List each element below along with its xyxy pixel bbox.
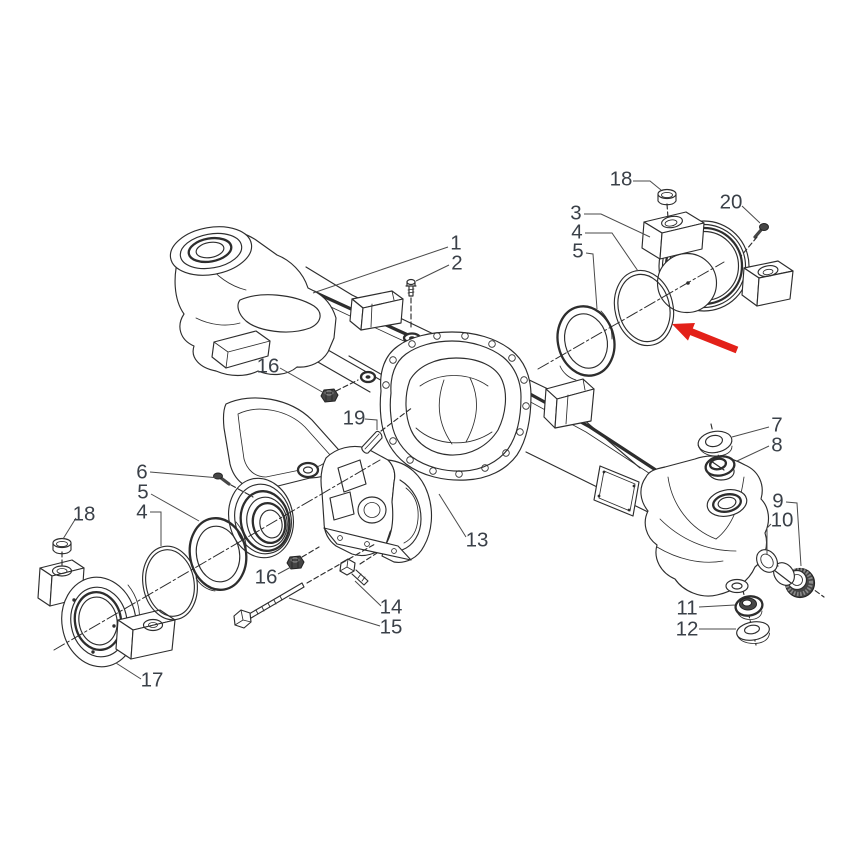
callout-label-1: 1 bbox=[450, 232, 461, 255]
callout-label-4-left: 4 bbox=[136, 501, 147, 524]
callout-leader-3 bbox=[584, 213, 651, 238]
callout-label-14: 14 bbox=[380, 596, 403, 619]
part-bearing-8 bbox=[704, 455, 736, 481]
part-bolt-14 bbox=[339, 558, 369, 586]
flange-bolt-holes bbox=[382, 332, 530, 478]
callout-leader-9 bbox=[785, 501, 802, 567]
part-bushing-10 bbox=[756, 549, 795, 586]
callout-leader-1 bbox=[312, 246, 449, 294]
part-screw-20 bbox=[753, 223, 769, 239]
callout-label-3: 3 bbox=[570, 202, 581, 225]
callout-label-20: 20 bbox=[720, 191, 743, 214]
callout-leader-13 bbox=[438, 493, 467, 538]
highlight-arrow bbox=[672, 323, 739, 354]
part-seal-ring-5-left bbox=[188, 517, 248, 592]
callout-label-11: 11 bbox=[676, 597, 697, 620]
callout-label-16-upper: 16 bbox=[257, 355, 280, 378]
callout-label-8: 8 bbox=[771, 434, 782, 457]
callout-label-16-lower: 16 bbox=[255, 566, 278, 589]
part-nut-16-lower bbox=[286, 555, 305, 570]
callout-leader-7 bbox=[731, 426, 770, 438]
callout-leader-16-upper bbox=[279, 367, 325, 394]
callout-label-4-right: 4 bbox=[571, 221, 582, 244]
highlight-arrow-polygon bbox=[672, 323, 739, 354]
callout-label-18-left: 18 bbox=[73, 503, 96, 526]
callout-label-19: 19 bbox=[343, 407, 366, 430]
callout-leader-10 bbox=[766, 523, 772, 555]
callout-leader-18-top bbox=[633, 180, 662, 191]
part-bolt-15 bbox=[233, 582, 305, 629]
callout-label-12: 12 bbox=[676, 618, 699, 641]
callout-leader-4-right bbox=[585, 232, 639, 272]
callout-label-5-left: 5 bbox=[137, 481, 148, 504]
callout-leader-18-left bbox=[62, 517, 77, 540]
part-screw-6 bbox=[213, 472, 231, 486]
part-breather-screw-2 bbox=[405, 278, 417, 297]
callout-label-18-top: 18 bbox=[610, 168, 633, 191]
callout-label-7: 7 bbox=[771, 414, 782, 437]
part-nut-16-upper bbox=[320, 388, 339, 403]
callout-leader-4-left bbox=[150, 511, 162, 546]
callout-leader-11 bbox=[698, 604, 736, 608]
callout-label-10: 10 bbox=[771, 509, 794, 532]
callout-leader-19 bbox=[364, 418, 378, 430]
callout-leader-6 bbox=[149, 471, 221, 479]
callout-leader-20 bbox=[741, 205, 761, 224]
centerlines bbox=[53, 203, 758, 651]
id-plate bbox=[593, 465, 640, 517]
part-washer-12 bbox=[736, 621, 770, 644]
callout-label-13: 13 bbox=[466, 529, 489, 552]
callout-leader-17 bbox=[115, 662, 142, 680]
callout-leader-8 bbox=[736, 445, 770, 462]
part-trunnion-support bbox=[37, 559, 176, 668]
callout-label-2: 2 bbox=[451, 252, 462, 275]
callout-leader-14 bbox=[354, 580, 382, 607]
part-oring-4-left bbox=[142, 545, 198, 621]
callout-label-6: 6 bbox=[136, 461, 147, 484]
callout-leader-5-left bbox=[150, 493, 200, 522]
part-cap-18-left bbox=[52, 537, 72, 555]
callout-label-15: 15 bbox=[380, 616, 403, 639]
callout-leader-2 bbox=[415, 264, 450, 282]
part-axle-housing bbox=[169, 226, 770, 597]
callout-label-9: 9 bbox=[772, 490, 783, 513]
callout-leader-5-right bbox=[585, 252, 598, 310]
part-bearing-11 bbox=[734, 595, 764, 620]
part-oring-4-right bbox=[613, 269, 675, 347]
part-bearing-support-assembly bbox=[641, 211, 794, 314]
part-pin-19 bbox=[361, 430, 383, 454]
callout-leader-15 bbox=[288, 597, 381, 627]
part-seal-ring-5-right bbox=[556, 305, 616, 381]
callout-leader-16-lower bbox=[277, 566, 292, 575]
part-washer-7 bbox=[697, 430, 733, 457]
callout-label-5-right: 5 bbox=[572, 240, 583, 263]
callout-label-17: 17 bbox=[141, 669, 164, 692]
part-cap-18-top bbox=[657, 188, 677, 206]
